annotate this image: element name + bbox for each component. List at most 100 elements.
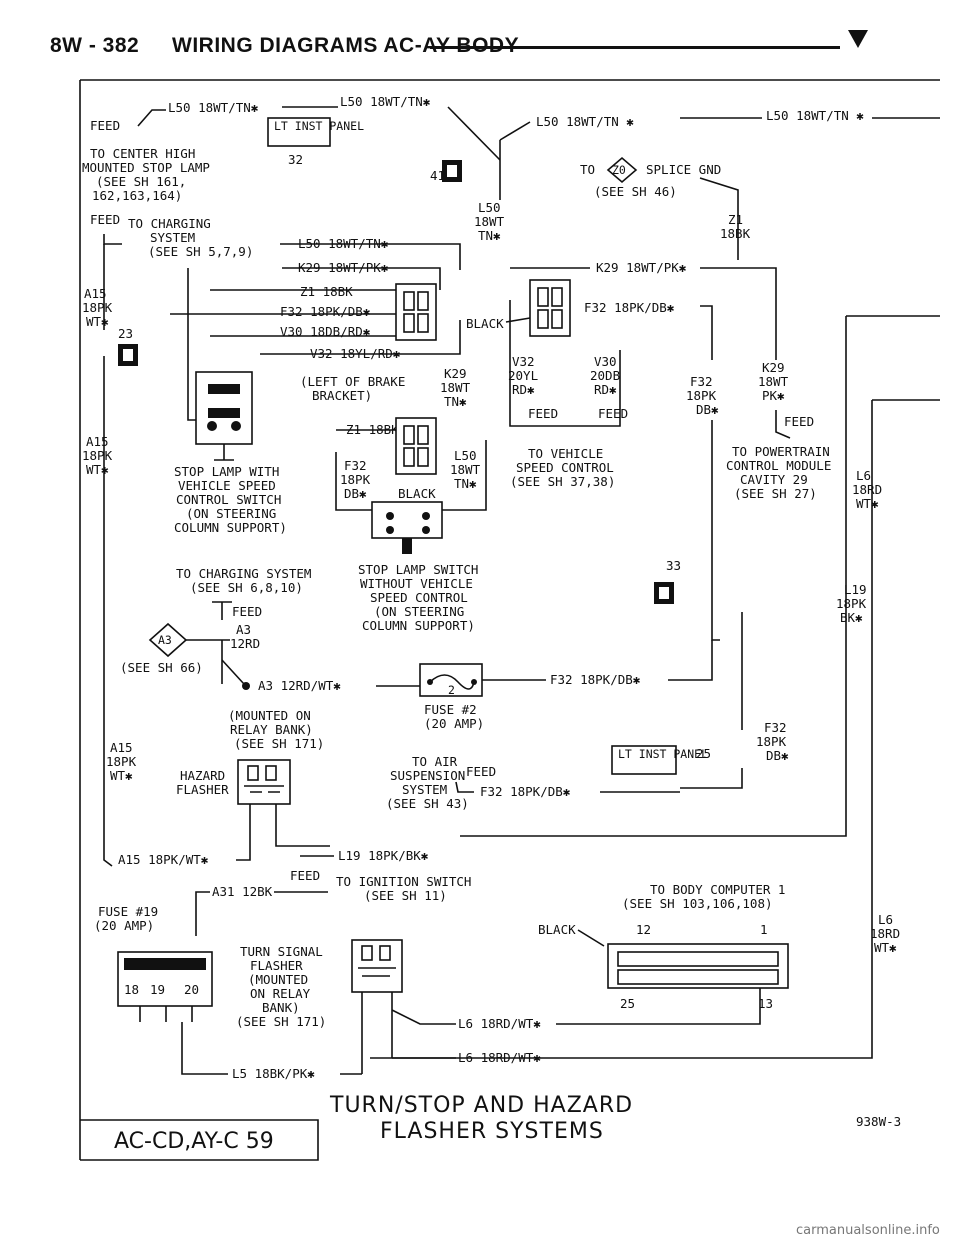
label-ip-25: 25 [696,746,711,761]
l6-bot-1: L6 [878,912,893,927]
v30-col-1: V30 [594,354,617,369]
a15-top-1: A15 [84,286,107,301]
label-l6-w1: L6 18RD/WT✱ [458,1016,541,1031]
bc-pin-12: 12 [636,922,651,937]
label-feed-top: FEED [90,118,120,133]
label-r-k29: K29 18WT/PK✱ [596,260,687,275]
a15-low-2: 18PK [106,754,137,769]
label-a15-bottom: A15 18PK/WT✱ [118,852,209,867]
label-l5-wire: L5 18BK/PK✱ [232,1066,315,1081]
turn-6: (SEE SH 171) [236,1014,326,1029]
l50-col-3: TN✱ [478,228,501,243]
connector-block-left [395,283,437,341]
air-3: SYSTEM [402,782,447,797]
label-feed-a3: FEED [232,604,262,619]
ign-2: (SEE SH 11) [364,888,447,903]
mounted-3: (SEE SH 171) [234,736,324,751]
f32-b-1: F32 [344,458,367,473]
page-number: 8W - 382 [50,34,140,57]
l50-col-2: 18WT [474,214,505,229]
label-w-black: BLACK [466,316,504,331]
bc-pin-25: 25 [620,996,635,1011]
turn-1: TURN SIGNAL [240,944,323,959]
label-l50-top-left: L50 18WT/TN✱ [168,100,259,115]
charging-b-1: TO CHARGING SYSTEM [176,566,311,581]
feed-c: FEED [784,414,814,429]
f32-right-1: F32 [764,720,787,735]
label-r-f32: F32 18PK/DB✱ [584,300,675,315]
wire-l50-group [280,243,461,270]
k29-r-2: 18WT [758,374,789,389]
swo-2: WITHOUT VEHICLE [360,576,473,591]
wire-feed-pcm [775,410,791,439]
charging-3: (SEE SH 5,7,9) [148,244,253,259]
wire-a15-vertical [103,356,113,867]
wire-feed-charging [103,234,122,245]
vsc-2: SPEED CONTROL [516,460,614,475]
l19-r-3: BK✱ [840,610,863,625]
l50-col-1: L50 [478,200,501,215]
chmsl-2: MOUNTED STOP LAMP [82,160,210,175]
wire-f32-right-col [680,612,743,789]
stop-lamp-switch-without-vsc [371,501,443,539]
fuse2-2: (20 AMP) [424,716,484,731]
label-a3: A3 [158,633,172,647]
label-w-l50: L50 18WT/TN✱ [298,236,389,251]
air-4: (SEE SH 43) [386,796,469,811]
label-feed-charging: FEED [90,212,120,227]
figure-number: 938W-3 [856,1114,901,1129]
z0-diamond-icon [606,156,638,184]
wire-f32-return [668,640,713,681]
label-c33: 33 [666,558,681,573]
k29-col-1: K29 [444,366,467,381]
a15-low-3: WT✱ [110,768,133,783]
label-splice-gnd: SPLICE GND [646,162,721,177]
turn-5: BANK) [262,1000,300,1015]
hazard-1: HAZARD [180,768,225,783]
wire-k29 [282,267,441,290]
brake-1: (LEFT OF BRAKE [300,374,405,389]
feed-a: FEED [528,406,558,421]
fuse19-pin-20: 20 [184,982,199,997]
bc-2: (SEE SH 103,106,108) [622,896,773,911]
air-2: SUSPENSION [390,768,465,783]
label-c41: 41 [430,168,445,183]
wire-l19 [460,316,847,837]
l6-top-1: L6 [856,468,871,483]
header-rule [430,46,840,49]
bc-pin-13: 13 [758,996,773,1011]
brake-2: BRACKET) [312,388,372,403]
wire-l6-bc [556,988,761,1025]
charging-1: TO CHARGING [128,216,211,231]
hazard-pins [249,804,277,830]
mounted-1: (MOUNTED ON [228,708,311,723]
label-feed-air: FEED [466,764,496,779]
wire-z1-gnd [699,177,739,260]
v30-col-2: 20DB [590,368,620,383]
swo-1: STOP LAMP SWITCH [358,562,478,577]
wire-l5-left [181,1022,228,1075]
a15-top-3: WT✱ [86,314,109,329]
system-title-1: TURN/STOP AND HAZARD [329,1093,633,1118]
label-f32-wire: F32 18PK/DB✱ [550,672,641,687]
lt-inst-panel-connector [267,117,331,147]
v32-col-2: 20YL [508,368,538,383]
l50-b-2: 18WT [450,462,481,477]
pcm-4: (SEE SH 27) [734,486,817,501]
label-f32-air: F32 18PK/DB✱ [480,784,571,799]
connector-block-right [529,279,571,337]
l19-r-1: L19 [844,582,867,597]
body-computer-cavities [617,951,779,985]
system-title-2: FLASHER SYSTEMS [380,1119,604,1144]
switch-ground-left [214,444,234,461]
lt-inst-panel-connector-b [611,745,677,775]
pcm-2: CONTROL MODULE [726,458,831,473]
page-title: WIRING DIAGRAMS AC-AY BODY [172,34,520,57]
pcm-1: TO POWERTRAIN [732,444,830,459]
label-lt-inst-panel: LT INST PANEL [274,119,364,133]
label-c23: 23 [118,326,133,341]
wire-v32-line [260,320,461,355]
l6-bot-3: WT✱ [874,940,897,955]
